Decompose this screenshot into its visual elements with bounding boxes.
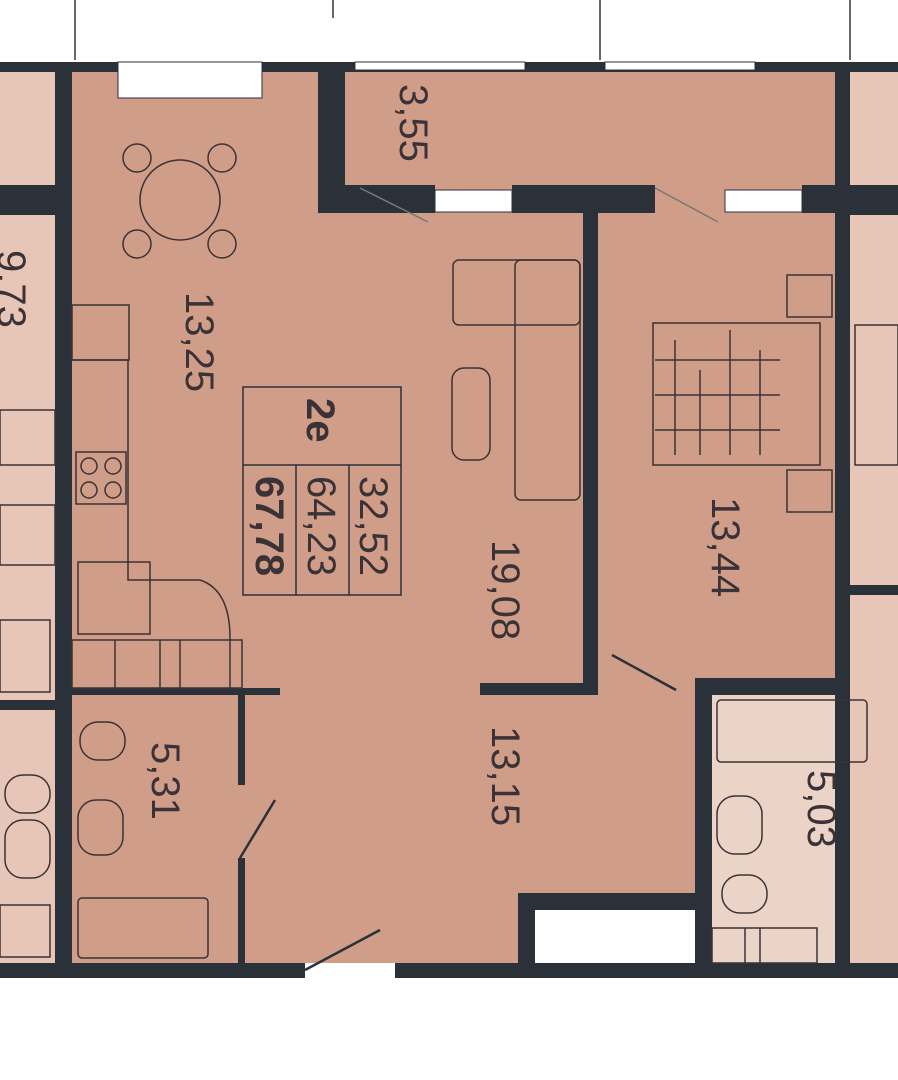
room-area-kitchen: 13,25 — [177, 292, 221, 392]
kitchen-counter — [72, 359, 231, 688]
washbasin — [716, 795, 763, 855]
room-area-living: 19,08 — [483, 540, 527, 640]
room-area-bathroom: 5,03 — [799, 770, 843, 848]
sofa — [514, 259, 581, 501]
apartment-info-box: 2e 67,78 64,23 32,52 — [242, 386, 402, 596]
doors — [238, 187, 719, 972]
chair — [207, 229, 237, 259]
nightstand — [786, 274, 833, 318]
bed — [652, 322, 821, 466]
neighbor-left — [0, 72, 55, 963]
furniture — [0, 143, 898, 964]
total-area: 67,78 — [247, 476, 291, 576]
windows — [117, 61, 803, 213]
room-area-neighbor: 9,73 — [0, 250, 33, 328]
chair — [122, 229, 152, 259]
chair — [122, 143, 152, 173]
toilet — [721, 874, 768, 914]
room-area-bedroom: 13,44 — [703, 497, 747, 597]
living-area-total: 64,23 — [299, 476, 343, 576]
bathtub — [716, 699, 868, 763]
room-area-balcony: 3,55 — [391, 84, 435, 162]
room-area-wc: 5,31 — [143, 742, 187, 820]
bathtub — [77, 897, 209, 959]
bathroom-right — [712, 695, 850, 963]
chair — [207, 143, 237, 173]
room-labels: 3,55 13,25 19,08 13,44 13,15 5,31 5,03 9… — [0, 84, 843, 848]
living-rooms-area: 32,52 — [351, 476, 395, 576]
nightstand — [786, 469, 833, 513]
washbasin — [77, 799, 124, 856]
toilet — [79, 721, 126, 761]
neighbor-right — [850, 72, 898, 963]
exterior-lines — [74, 0, 851, 60]
sink — [77, 561, 151, 635]
coffee-table — [451, 367, 491, 461]
shaft — [535, 910, 695, 963]
room-area-hallway: 13,15 — [483, 726, 527, 826]
dining-table — [139, 159, 221, 241]
stove — [75, 451, 127, 505]
walls — [0, 62, 898, 978]
apartment-type: 2e — [298, 398, 342, 443]
